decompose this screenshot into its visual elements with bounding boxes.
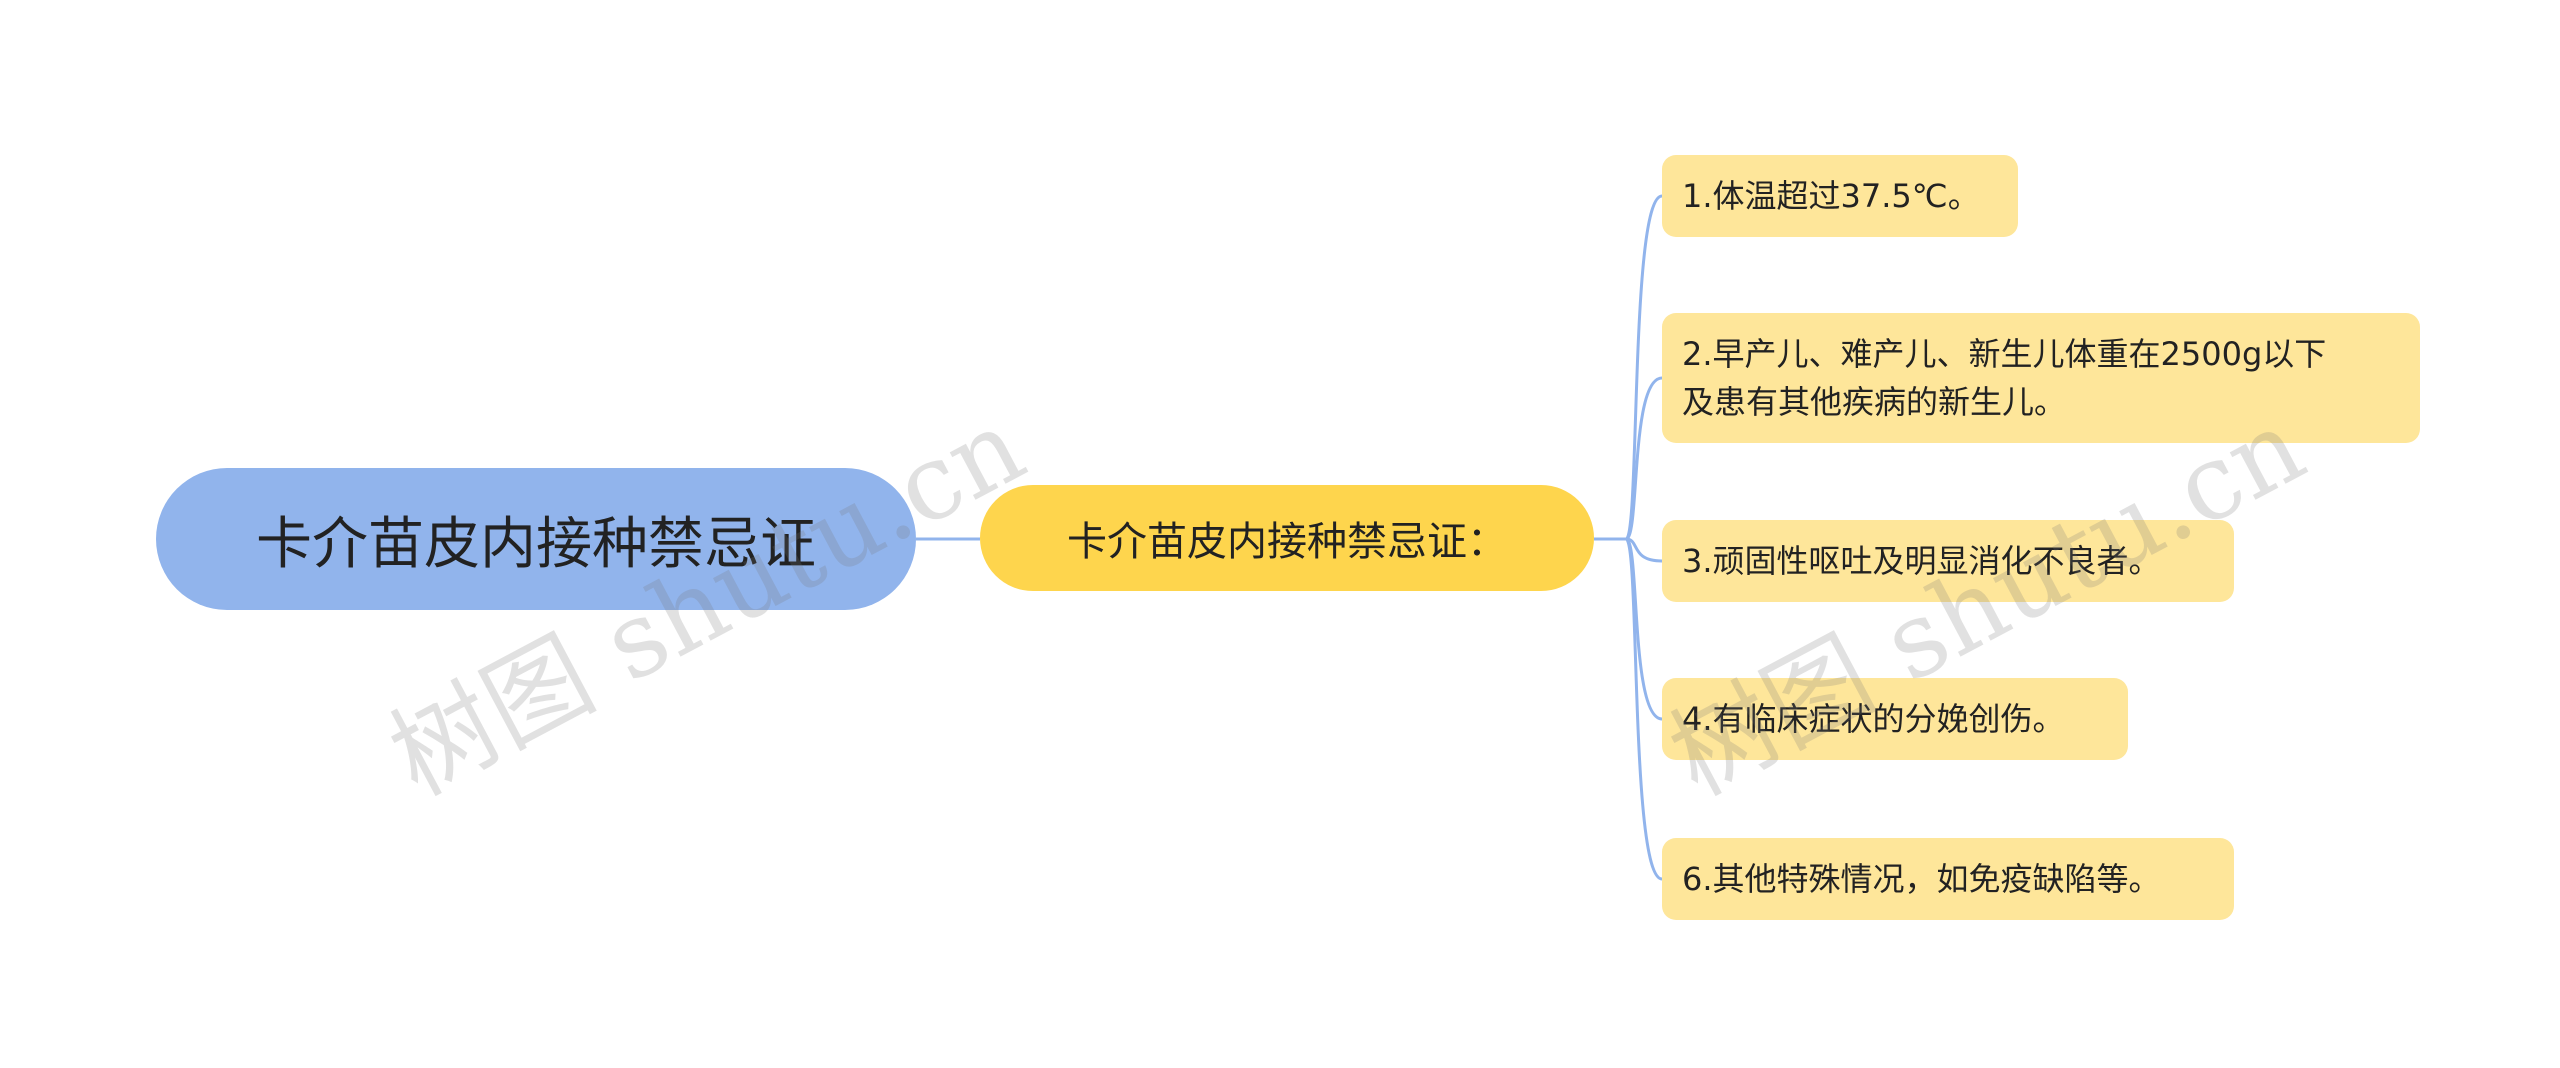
leaf-connector [1624,537,1663,881]
leaf-topic[interactable]: 4.有临床症状的分娩创伤。 [1662,678,2128,760]
root-topic-label: 卡介苗皮内接种禁忌证 [256,511,816,577]
leaf-topic-text: 3.顽固性呕吐及明显消化不良者。 [1682,537,2161,585]
leaf-topic[interactable]: 2.早产儿、难产儿、新生儿体重在2500g以下 及患有其他疾病的新生儿。 [1662,313,2420,443]
leaf-topic[interactable]: 1.体温超过37.5℃。 [1662,155,2018,237]
leaf-topic-line: 2.早产儿、难产儿、新生儿体重在2500g以下 [1682,335,2327,373]
leaf-topic-text: 4.有临床症状的分娩创伤。 [1682,695,2065,743]
leaf-topic-text: 2.早产儿、难产儿、新生儿体重在2500g以下 及患有其他疾病的新生儿。 [1682,330,2326,426]
leaf-connector [1624,376,1663,541]
leaf-topic-line: 6.其他特殊情况，如免疫缺陷等。 [1682,860,2161,898]
leaf-topic-line: 3.顽固性呕吐及明显消化不良者。 [1682,542,2161,580]
root-topic[interactable]: 卡介苗皮内接种禁忌证 [156,468,916,610]
branch-topic[interactable]: 卡介苗皮内接种禁忌证： [980,485,1594,591]
leaf-topic-text: 1.体温超过37.5℃。 [1682,172,1980,220]
branch-topic-label: 卡介苗皮内接种禁忌证： [1067,519,1507,565]
leaf-topic-line: 4.有临床症状的分娩创伤。 [1682,700,2065,738]
leaf-topic[interactable]: 6.其他特殊情况，如免疫缺陷等。 [1662,838,2234,920]
leaf-topic[interactable]: 3.顽固性呕吐及明显消化不良者。 [1662,520,2234,602]
leaf-connector-group [1594,194,1663,881]
leaf-connector [1624,194,1663,541]
leaf-topic-text: 6.其他特殊情况，如免疫缺陷等。 [1682,855,2161,903]
leaf-topic-line: 1.体温超过37.5℃。 [1682,177,1980,215]
leaf-connector [1625,537,1663,563]
leaf-topic-line: 及患有其他疾病的新生儿。 [1682,383,2067,421]
